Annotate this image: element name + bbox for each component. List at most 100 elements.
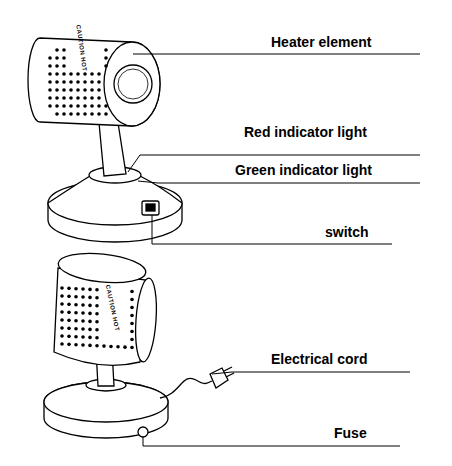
switch-rocker xyxy=(146,204,155,211)
vent-hole xyxy=(74,335,78,339)
vent-hole xyxy=(55,64,59,68)
vent-hole xyxy=(104,112,108,116)
vent-hole xyxy=(74,319,78,323)
vent-hole xyxy=(109,345,113,349)
vent-hole xyxy=(104,56,108,60)
vent-hole xyxy=(83,112,87,116)
vent-hole xyxy=(102,344,106,348)
leader-line xyxy=(138,181,420,183)
vent-hole xyxy=(90,112,94,116)
switch xyxy=(142,201,159,215)
vent-hole xyxy=(69,80,73,84)
vent-hole xyxy=(60,318,64,322)
vent-hole xyxy=(97,112,101,116)
vent-hole xyxy=(67,343,71,347)
heater-back xyxy=(57,249,147,286)
vent-hole xyxy=(67,335,71,339)
vent-hole xyxy=(88,328,92,332)
vent-hole xyxy=(74,303,78,307)
vent-hole xyxy=(76,104,80,108)
vent-hole xyxy=(130,322,134,326)
vent-hole xyxy=(76,112,80,116)
vent-hole xyxy=(95,320,99,324)
vent-hole xyxy=(67,287,71,291)
vent-hole xyxy=(76,88,80,92)
vent-hole xyxy=(62,112,66,116)
vent-hole xyxy=(55,56,59,60)
vent-hole xyxy=(55,80,59,84)
vent-hole xyxy=(67,311,71,315)
vent-hole xyxy=(69,96,73,100)
vent-hole xyxy=(95,344,99,348)
caution-text: CAUTION HOT xyxy=(105,284,121,331)
vent-hole xyxy=(62,96,66,100)
vent-hole xyxy=(62,104,66,108)
vent-hole xyxy=(74,287,78,291)
vent-hole xyxy=(62,48,66,52)
vent-hole xyxy=(48,96,52,100)
vent-hole xyxy=(97,96,101,100)
vent-hole xyxy=(130,330,134,334)
vent-hole xyxy=(55,72,59,76)
vent-hole xyxy=(95,328,99,332)
vent-hole xyxy=(130,306,134,310)
vent-hole xyxy=(69,72,73,76)
vent-hole xyxy=(104,104,108,108)
vent-hole xyxy=(95,288,99,292)
vent-hole xyxy=(60,326,64,330)
part-label: Electrical cord xyxy=(271,351,368,367)
caution-text: CAUTION HOT xyxy=(76,24,89,72)
vent-hole xyxy=(83,88,87,92)
vent-hole xyxy=(95,296,99,300)
leader-line xyxy=(212,372,410,374)
vent-hole xyxy=(60,294,64,298)
vent-hole xyxy=(88,304,92,308)
vent-hole xyxy=(67,319,71,323)
vent-hole xyxy=(88,288,92,292)
vent-hole xyxy=(90,104,94,108)
vent-hole xyxy=(69,112,73,116)
vent-hole xyxy=(55,96,59,100)
vent-hole xyxy=(67,295,71,299)
part-label: switch xyxy=(325,224,369,240)
vent-hole xyxy=(67,327,71,331)
vent-hole xyxy=(74,327,78,331)
vent-hole xyxy=(48,80,52,84)
part-label: Fuse xyxy=(334,425,367,441)
vent-hole xyxy=(55,48,59,52)
vent-holes xyxy=(48,48,134,349)
plug-pin xyxy=(224,367,232,371)
vent-hole xyxy=(130,338,134,342)
vent-hole xyxy=(88,312,92,316)
vent-hole xyxy=(88,344,92,348)
vent-hole xyxy=(48,56,52,60)
vent-hole xyxy=(74,311,78,315)
vent-hole xyxy=(81,343,85,347)
vent-hole xyxy=(48,72,52,76)
vent-hole xyxy=(104,64,108,68)
vent-hole xyxy=(74,343,78,347)
vent-hole xyxy=(130,298,134,302)
heater-body xyxy=(54,268,146,365)
vent-hole xyxy=(62,56,66,60)
vent-hole xyxy=(90,96,94,100)
leader-lines xyxy=(128,54,420,446)
vent-hole xyxy=(81,311,85,315)
heater-element-ring xyxy=(118,69,148,99)
vent-hole xyxy=(130,314,134,318)
vent-hole xyxy=(83,104,87,108)
vent-hole xyxy=(130,290,134,294)
vent-hole xyxy=(81,335,85,339)
heater-front xyxy=(104,42,160,126)
vent-hole xyxy=(130,346,134,350)
vent-hole xyxy=(81,287,85,291)
electrical-cord xyxy=(160,378,212,398)
leader-line xyxy=(133,54,420,55)
vent-hole xyxy=(81,327,85,331)
vent-hole xyxy=(55,88,59,92)
vent-hole xyxy=(83,72,87,76)
part-label: Green indicator light xyxy=(235,162,372,178)
vent-hole xyxy=(97,88,101,92)
